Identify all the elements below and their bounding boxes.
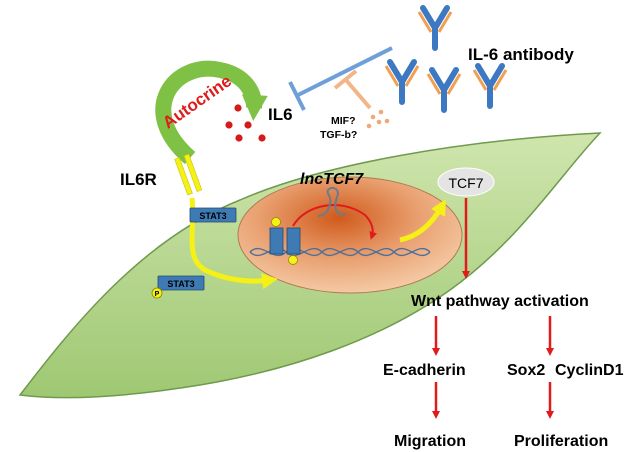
svg-text:STAT3: STAT3: [167, 279, 194, 289]
migration-label: Migration: [394, 433, 466, 450]
svg-text:STAT3: STAT3: [199, 211, 226, 221]
mif-label: MIF?: [331, 115, 356, 127]
antibody-icon-3: [426, 67, 462, 113]
antibody-label: IL-6 antibody: [468, 45, 574, 64]
sox2-label: Sox2: [507, 362, 545, 379]
tgfb-label: TGF-b?: [320, 129, 357, 141]
secreted-factor-inhibition-bar: [333, 69, 358, 90]
antibody-icon-1: [417, 5, 453, 51]
ecadherin-label: E-cadherin: [383, 362, 466, 379]
tcf7-node: [437, 167, 495, 197]
wnt-activation-label: Wnt pathway activation: [411, 293, 589, 310]
transcription-arrow: [292, 204, 378, 240]
il6-molecules: [225, 104, 266, 142]
lnctcf7-label: lncTCF7: [300, 171, 364, 188]
secreted-factor-dots: [366, 109, 390, 129]
antibody-inhibition-line: [297, 46, 393, 97]
cyclind1-label: CyclinD1: [555, 362, 624, 379]
tcf7-label: TCF7: [449, 175, 484, 191]
lncrna-hairpin-icon: [317, 186, 347, 217]
downstream-arrows: [432, 198, 554, 419]
antibody-icon-2: [384, 59, 420, 105]
il6r-receptor-icon: [174, 153, 203, 196]
secreted-factor-inhibition-line: [344, 78, 372, 110]
stat3-dimer: [269, 217, 301, 265]
tcf7-activation-arrow: [399, 199, 446, 243]
phospho-marker: P: [151, 287, 163, 299]
il6r-label: IL6R: [120, 170, 157, 189]
antibody-icon-4: [472, 63, 508, 109]
stat3-box-2: STAT3: [157, 275, 205, 291]
stat3-translocation-arrow: [189, 197, 278, 290]
autocrine-arrow: [155, 60, 268, 165]
stat3-box-1: STAT3: [189, 207, 237, 223]
proliferation-label: Proliferation: [514, 433, 608, 450]
il6-label: IL6: [268, 105, 293, 124]
antibody-inhibition-bar: [288, 81, 306, 111]
svg-text:P: P: [155, 291, 160, 298]
